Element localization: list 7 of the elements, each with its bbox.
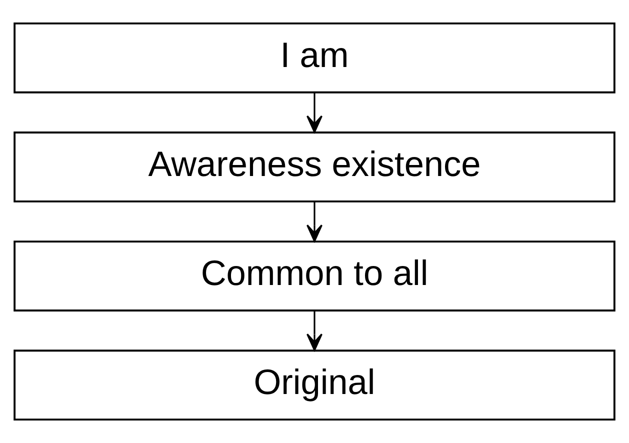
node-box: Awareness existence — [14, 132, 616, 202]
arrow — [306, 310, 323, 352]
node-box: Original — [14, 350, 616, 421]
node-box: I am — [14, 22, 616, 94]
arrow — [306, 201, 323, 242]
arrow — [306, 92, 323, 133]
node-box: Common to all — [14, 240, 616, 312]
